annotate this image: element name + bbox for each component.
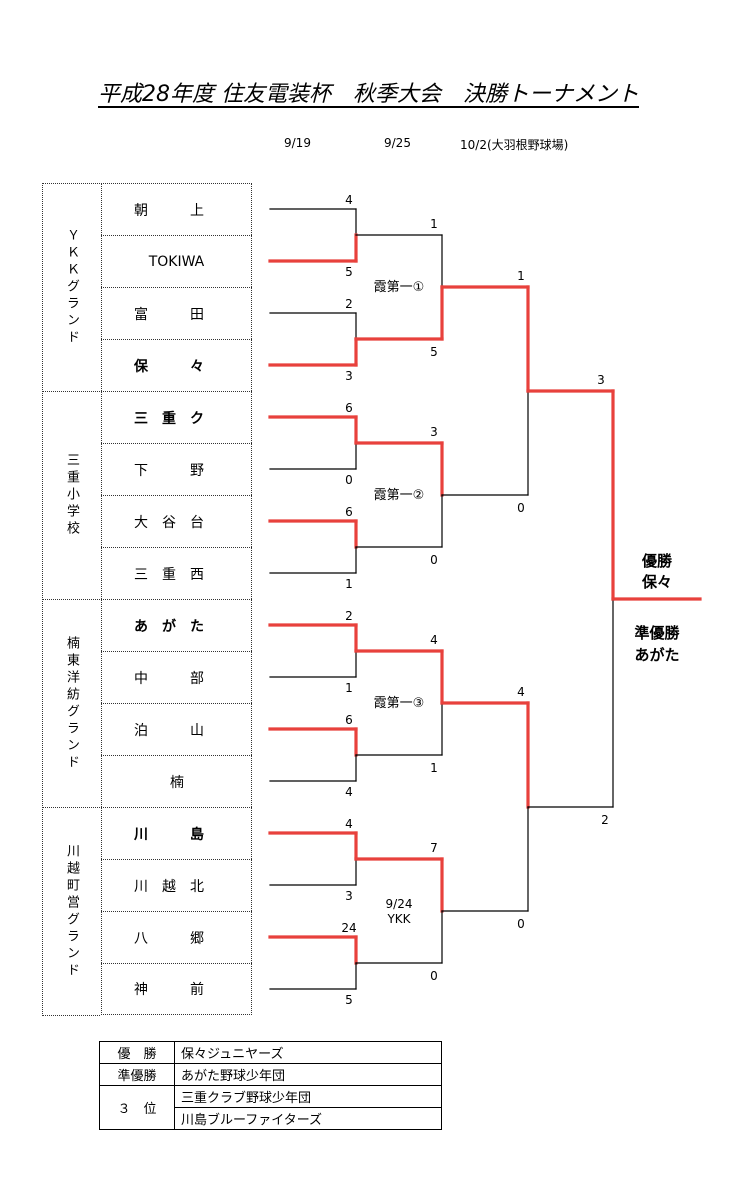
team-row: 三 重 西	[101, 547, 252, 599]
venue-name: 三重小学校	[64, 453, 79, 538]
runner-up-label: 準優勝	[99, 1063, 175, 1086]
team-row: 泊 山	[101, 703, 252, 755]
team-name: 三 重 ク	[134, 410, 204, 427]
team-name: 八 郷	[134, 930, 204, 947]
results-row-winner: 優 勝 保々ジュニヤーズ	[99, 1041, 442, 1064]
r1-score-top: 6	[345, 713, 353, 727]
team-column: 朝 上 TOKIWA 富 田保 々三 重 ク下 野大 谷 台三 重 西あ が た中 …	[101, 183, 254, 1016]
r1-score-top: 2	[345, 609, 353, 623]
r2-score-bottom: 5	[430, 345, 438, 359]
r1-score-bottom: 3	[345, 369, 353, 383]
r2-score-top: 1	[430, 217, 438, 231]
third-team-b: 川島ブルーファイターズ	[174, 1107, 442, 1130]
team-name: TOKIWA	[148, 253, 205, 270]
team-name: 大 谷 台	[134, 514, 204, 531]
r2-score-top: 4	[430, 633, 438, 647]
team-row: 朝 上	[101, 183, 252, 235]
r1-score-top: 4	[345, 817, 353, 831]
date-round1: 9/19	[284, 136, 311, 150]
team-name: 川 島	[134, 826, 204, 843]
venue-group: 川越町営グランド	[42, 807, 100, 1016]
team-row: 八 郷	[101, 911, 252, 963]
date-final: 10/2(大羽根野球場)	[460, 138, 569, 152]
team-row: 川 島	[101, 807, 252, 859]
team-name: 中 部	[134, 670, 204, 687]
r2-score-top: 3	[430, 425, 438, 439]
r2-venue: 霞第一①	[374, 280, 425, 295]
team-name: 三 重 西	[134, 566, 204, 583]
r1-score-bottom: 0	[345, 473, 353, 487]
r1-score-top: 24	[341, 921, 356, 935]
results-table: 優 勝 保々ジュニヤーズ 準優勝 あがた野球少年団 ３ 位 三重クラブ野球少年団…	[99, 1041, 442, 1130]
final-score-bottom: 2	[601, 813, 609, 827]
team-row: 神 前	[101, 963, 252, 1015]
team-row: 三 重 ク	[101, 391, 252, 443]
runner-up-team: あがた野球少年団	[174, 1063, 442, 1086]
team-row: 富 田	[101, 287, 252, 339]
runner-up-team: あがた	[634, 646, 679, 664]
team-name: あ が た	[134, 618, 204, 635]
champion-label: 優勝	[641, 552, 673, 570]
semi-score-bottom: 0	[517, 501, 525, 515]
r1-score-bottom: 5	[345, 265, 353, 279]
r1-score-bottom: 4	[345, 785, 353, 799]
final-score-top: 3	[597, 373, 605, 387]
third-label: ３ 位	[99, 1085, 175, 1130]
results-row-runner-up: 準優勝 あがた野球少年団	[99, 1063, 442, 1086]
r2-venue: 霞第一③	[374, 696, 425, 711]
r2-score-bottom: 1	[430, 761, 438, 775]
champion-team: 保々	[641, 573, 672, 591]
team-name: 神 前	[134, 982, 204, 998]
team-row: 下 野	[101, 443, 252, 495]
venue-name: 楠東洋紡グランド	[64, 635, 79, 772]
r2-score-bottom: 0	[430, 969, 438, 983]
team-row: 大 谷 台	[101, 495, 252, 547]
team-row: TOKIWA	[101, 235, 252, 287]
team-name: 楠	[170, 774, 184, 791]
r2-score-bottom: 0	[430, 553, 438, 567]
page-title: 平成28年度 住友電装杯 秋季大会 決勝トーナメント	[98, 82, 639, 107]
r1-score-top: 6	[345, 401, 353, 415]
r1-score-bottom: 1	[345, 681, 353, 695]
semi-score-top: 4	[517, 685, 525, 699]
r1-score-bottom: 5	[345, 993, 353, 1007]
r1-score-top: 4	[345, 193, 353, 207]
semi-score-bottom: 0	[517, 917, 525, 931]
r1-score-bottom: 3	[345, 889, 353, 903]
team-row: あ が た	[101, 599, 252, 651]
venue-name: ＹＫＫグランド	[64, 228, 79, 347]
venue-column: ＹＫＫグランド三重小学校楠東洋紡グランド川越町営グランド	[42, 183, 101, 1016]
results-row-third-a: ３ 位 三重クラブ野球少年団	[99, 1085, 442, 1130]
r2-venue: 霞第一②	[374, 488, 425, 503]
team-name: 朝 上	[134, 202, 204, 219]
team-name: 下 野	[134, 462, 204, 479]
team-name: 保 々	[134, 358, 204, 375]
venue-name: 川越町営グランド	[64, 843, 79, 980]
tournament-bracket: 4523606121644324515霞第一①30霞第一②41霞第一③709/2…	[268, 193, 702, 1007]
r2-score-top: 7	[430, 841, 438, 855]
winner-team: 保々ジュニヤーズ	[174, 1041, 442, 1064]
runner-up-label: 準優勝	[634, 624, 680, 642]
team-name: 富 田	[134, 306, 204, 323]
r2-venue-name: YKK	[386, 912, 411, 926]
team-row: 川 越 北	[101, 859, 252, 911]
team-row: 保 々	[101, 339, 252, 391]
r1-score-top: 6	[345, 505, 353, 519]
team-name: 川 越 北	[134, 878, 204, 895]
winner-label: 優 勝	[99, 1041, 175, 1064]
team-row: 中 部	[101, 651, 252, 703]
third-team-a: 三重クラブ野球少年団	[174, 1085, 442, 1108]
r2-venue-date: 9/24	[386, 897, 413, 911]
r1-score-top: 2	[345, 297, 353, 311]
results-row-third-b: 川島ブルーファイターズ	[100, 1107, 442, 1130]
team-name: 泊 山	[134, 722, 204, 739]
semi-score-top: 1	[517, 269, 525, 283]
team-row: 楠	[101, 755, 252, 807]
date-round2: 9/25	[384, 136, 411, 150]
r1-score-bottom: 1	[345, 577, 353, 591]
